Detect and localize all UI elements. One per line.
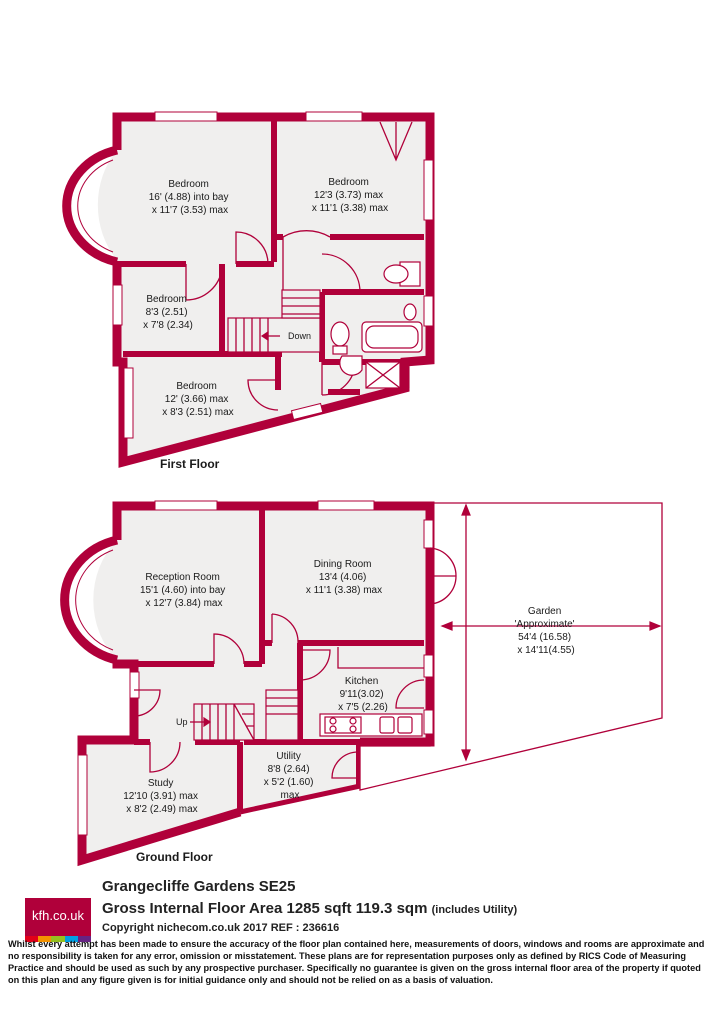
window [154, 500, 218, 511]
bedroom2-label: Bedroom 12'3 (3.73) max x 11'1 (3.38) ma… [312, 177, 388, 214]
french-doors [429, 547, 457, 605]
logo-bar-segment [38, 936, 52, 942]
stairs-ground-floor [190, 689, 299, 741]
utility-label: Utility 8'8 (2.64) x 5'2 (1.60) max [264, 751, 317, 801]
garden-label: Garden 'Approximate' 54'4 (16.58) x 14'1… [515, 606, 578, 656]
window [317, 500, 375, 511]
door-swing [321, 253, 361, 293]
kitchen-label: Kitchen 9'11(3.02) x 7'5 (2.26) [338, 676, 388, 713]
arrow [461, 749, 471, 762]
door-swing [133, 689, 161, 717]
study-label: Study 12'10 (3.91) max x 8'2 (2.49) max [123, 778, 201, 815]
bedroom1-label: Bedroom 16' (4.88) into bay x 11'7 (3.53… [149, 179, 232, 216]
bay-fill [97, 150, 117, 260]
bay-window-glass [77, 159, 114, 253]
window [305, 111, 363, 122]
dining-label: Dining Room 13'4 (4.06) x 11'1 (3.38) ma… [306, 559, 382, 596]
logo-bar-segment [64, 936, 78, 942]
window [423, 519, 434, 549]
window [154, 111, 218, 122]
first-floor: Bedroom 16' (4.88) into bay x 11'7 (3.53… [62, 111, 435, 471]
first-floor-internal-walls-2 [123, 264, 424, 362]
logo-text: kfh.co.uk [31, 908, 85, 923]
door-swing [299, 649, 331, 681]
stairs-first-floor [227, 289, 321, 353]
gia-note: (includes Utility) [431, 904, 518, 916]
bay-window-glass [75, 549, 114, 651]
door-swing [271, 613, 299, 644]
ground-floor-fill [82, 506, 430, 860]
bay-window-wall [60, 535, 119, 665]
property-address: Grangecliffe Gardens SE25 [102, 878, 296, 895]
window [123, 367, 134, 439]
first-floor-title: First Floor [160, 457, 220, 471]
gia-value: Gross Internal Floor Area 1285 sqft 119.… [102, 900, 428, 917]
door-swing [395, 679, 425, 709]
logo-color-bar [25, 936, 92, 942]
door-swing [282, 230, 331, 290]
window [77, 754, 88, 836]
bedroom4-label: Bedroom 12' (3.66) max x 8'3 (2.51) max [162, 381, 233, 418]
ground-floor-internal-walls-2 [134, 643, 360, 812]
kfh-logo: kfh.co.uk [25, 898, 92, 942]
ground-floor: Reception Room 15'1 (4.60) into bay x 12… [60, 500, 663, 867]
garden-dimension-lines [442, 505, 660, 760]
door-swing [235, 231, 269, 265]
reception-label: Reception Room 15'1 (4.60) into bay x 12… [140, 572, 228, 609]
ground-floor-title: Ground Floor [136, 850, 213, 864]
gross-internal-area: Gross Internal Floor Area 1285 sqft 119.… [102, 900, 517, 917]
window [423, 709, 434, 735]
door-swing [331, 751, 359, 779]
disclaimer: Whilst every attempt has been made to en… [8, 939, 705, 985]
window [423, 295, 434, 327]
wardrobe [379, 121, 413, 162]
window [423, 159, 434, 221]
stairs-up-label: Up [176, 717, 188, 727]
bay-window-wall [62, 145, 119, 267]
arrow [440, 621, 453, 631]
arrow [649, 621, 662, 631]
logo-bar-segment [77, 936, 92, 942]
utility-wall [239, 783, 361, 815]
copyright: Copyright nichecom.co.uk 2017 REF : 2366… [102, 922, 340, 934]
window [290, 402, 324, 421]
window [423, 654, 434, 678]
logo-bar-segment [51, 936, 65, 942]
arrow [461, 503, 471, 516]
floor-plan: .wall { fill: none; stroke: #b0003a; str… [60, 111, 663, 867]
door-swing [247, 379, 279, 411]
window [129, 671, 140, 699]
window [112, 284, 123, 326]
door-swing [149, 741, 181, 773]
stairs-down-label: Down [288, 331, 311, 341]
logo-bar-segment [25, 936, 39, 942]
ground-floor-internal-walls [117, 506, 424, 667]
door-swing [185, 264, 223, 301]
bedroom3-label: Bedroom 8'3 (2.51) x 7'8 (2.34) [143, 294, 193, 331]
bay-fill [93, 540, 117, 660]
bathroom-fixtures [330, 261, 423, 389]
door-swing [213, 633, 245, 665]
kitchen-fittings [319, 647, 424, 737]
first-floor-internal-walls [117, 117, 424, 267]
